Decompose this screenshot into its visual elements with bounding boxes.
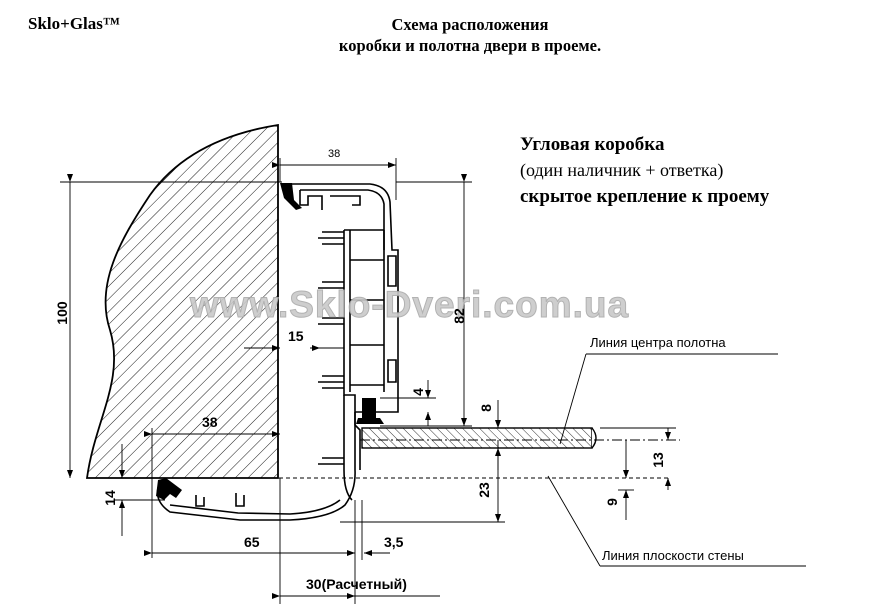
title-line-2: коробки и полотна двери в проеме. bbox=[338, 36, 602, 55]
dim-15: 15 bbox=[288, 328, 304, 344]
bottom-clip bbox=[156, 478, 182, 500]
door-leaf bbox=[361, 427, 593, 449]
dim-100: 100 bbox=[54, 301, 70, 325]
dim-9: 9 bbox=[604, 498, 620, 506]
page-title: Схема расположения коробки и полотна две… bbox=[290, 14, 650, 56]
description-line-1: Угловая коробка bbox=[520, 134, 665, 155]
dimension-lines bbox=[60, 158, 806, 604]
dim-30-calculated: 30(Расчетный) bbox=[306, 576, 407, 592]
dim-3-5: 3,5 bbox=[384, 534, 404, 550]
dim-4: 4 bbox=[410, 388, 426, 396]
wall-section bbox=[85, 123, 279, 479]
title-line-1: Схема расположения bbox=[391, 15, 549, 34]
door-seal bbox=[362, 398, 376, 418]
dim-13: 13 bbox=[650, 452, 666, 468]
top-clip bbox=[280, 183, 302, 210]
dim-65: 65 bbox=[244, 534, 260, 550]
door-center-line-label: Линия центра полотна bbox=[590, 335, 726, 350]
description-line-2: (один наличник + ответка) bbox=[520, 160, 724, 180]
wall-plane-line-label: Линия плоскости стены bbox=[602, 548, 744, 563]
dim-14: 14 bbox=[102, 490, 118, 506]
watermark-text: www.Sklo-Dveri.com.ua bbox=[189, 284, 630, 326]
dim-8: 8 bbox=[478, 404, 494, 412]
dim-23: 23 bbox=[476, 482, 492, 498]
dim-82: 82 bbox=[451, 308, 467, 324]
dim-38-left: 38 bbox=[202, 414, 218, 430]
frame-profile bbox=[283, 183, 399, 501]
description-line-3: скрытое крепление к проему bbox=[520, 186, 770, 207]
dim-38-top: 38 bbox=[328, 148, 341, 160]
brand-logo-text: Sklo+Glas™ bbox=[28, 14, 120, 33]
